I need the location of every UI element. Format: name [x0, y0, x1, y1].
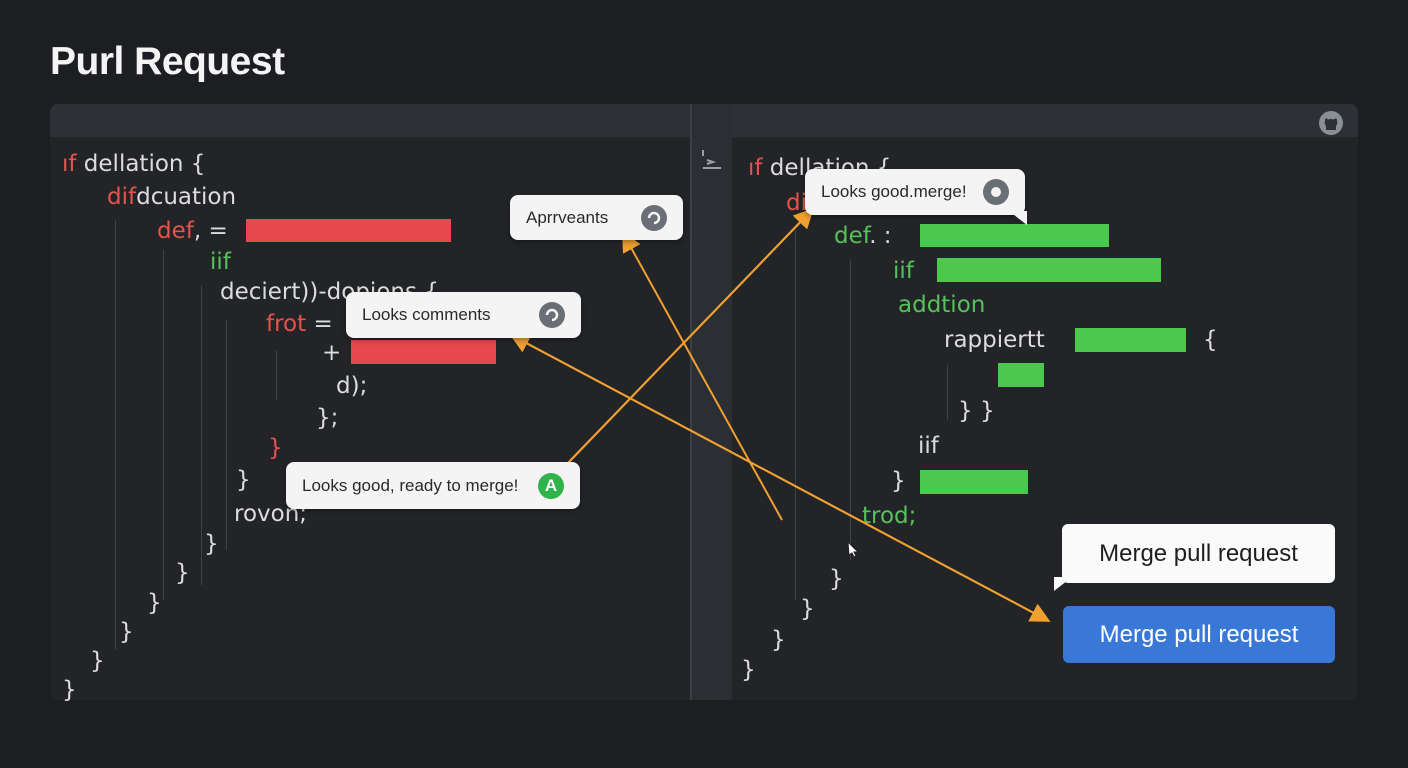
- indent-guide: [163, 250, 164, 600]
- code-line: }: [829, 566, 844, 592]
- comment-approvals[interactable]: Aprrveants: [510, 195, 683, 240]
- code-line: iif: [210, 249, 231, 275]
- added-line-highlight: [920, 470, 1028, 494]
- code-line: } }: [958, 398, 995, 424]
- code-line: {: [1203, 327, 1218, 353]
- code-line: }: [236, 467, 251, 493]
- code-line: def. :: [834, 223, 892, 249]
- indent-guide: [947, 365, 948, 420]
- bubble-tail: [1009, 211, 1027, 225]
- refresh-icon: [641, 204, 667, 231]
- comment-text: Looks good, ready to merge!: [302, 475, 519, 495]
- comment-looks-comments[interactable]: Looks comments: [346, 292, 581, 338]
- code-line: }: [741, 657, 756, 683]
- comment-text: Looks comments: [362, 305, 491, 324]
- code-line: difdcuation: [107, 184, 236, 210]
- keyword-def: def: [157, 218, 194, 244]
- merge-tooltip-text: Merge pull request: [1099, 539, 1298, 567]
- indent-guide: [850, 260, 851, 560]
- code-line: ıf dellation {: [62, 151, 205, 177]
- added-line-highlight: [1075, 328, 1186, 352]
- code-line: };: [316, 405, 339, 431]
- code-line: }: [147, 590, 162, 616]
- code-line: }: [891, 468, 906, 494]
- indent-guide: [226, 320, 227, 550]
- code-line: }: [62, 677, 77, 703]
- code-line: }: [175, 560, 190, 586]
- code-line: rappiertt: [944, 327, 1045, 353]
- code-line: }: [204, 531, 219, 557]
- keyword-if: ıf: [748, 155, 763, 181]
- code-line: +: [322, 340, 342, 366]
- added-line-highlight: [920, 224, 1109, 247]
- keyword-def: def: [834, 223, 870, 249]
- indent-guide: [795, 230, 796, 600]
- approved-badge-icon: A: [538, 472, 564, 499]
- refresh-icon: [539, 302, 565, 328]
- indent-guide: [276, 350, 277, 400]
- code-line: }: [90, 648, 105, 674]
- code-line: trod;: [862, 503, 917, 529]
- comment-text: Looks good.merge!: [821, 182, 967, 201]
- page-title: Purl Request: [50, 40, 285, 83]
- keyword-dif: dif: [107, 184, 137, 210]
- collapse-icon[interactable]: [699, 148, 725, 172]
- code-line: iif: [893, 258, 914, 284]
- comment-looks-good-right[interactable]: Looks good.merge!: [805, 169, 1027, 225]
- code-line: di: [786, 190, 807, 216]
- comment-text: Aprrveants: [526, 207, 609, 227]
- code-line: def, =: [157, 218, 228, 244]
- code-text: dellation {: [76, 151, 206, 177]
- bubble-tail: [1054, 577, 1072, 591]
- pane-divider[interactable]: [690, 104, 734, 700]
- keyword-frot: frot: [266, 311, 307, 337]
- code-line: frot =: [266, 311, 333, 337]
- code-text: . :: [869, 223, 892, 249]
- added-line-highlight: [937, 258, 1161, 282]
- added-line-highlight: [998, 363, 1044, 387]
- merge-tooltip: Merge pull request: [1054, 524, 1335, 591]
- code-line: d);: [336, 373, 368, 399]
- cursor-icon: [847, 540, 860, 558]
- removed-line-highlight: [351, 340, 496, 364]
- code-line: }: [771, 627, 786, 653]
- indent-guide: [115, 220, 116, 650]
- code-line: }: [800, 596, 815, 622]
- merge-pull-request-button[interactable]: Merge pull request: [1063, 606, 1335, 663]
- comment-looks-good-ready[interactable]: Looks good, ready to merge! A: [286, 462, 580, 509]
- code-text: =: [306, 311, 333, 337]
- indent-guide: [201, 285, 202, 585]
- code-line: }: [268, 435, 283, 461]
- code-line: iif: [918, 433, 939, 459]
- code-text: , =: [193, 218, 228, 244]
- code-text: dcuation: [136, 184, 237, 210]
- keyword-if: ıf: [62, 151, 77, 177]
- code-line: }: [119, 619, 134, 645]
- chat-icon: [983, 179, 1009, 205]
- github-icon[interactable]: [1318, 110, 1344, 136]
- code-line: addtion: [898, 292, 986, 318]
- removed-line-highlight: [246, 219, 451, 242]
